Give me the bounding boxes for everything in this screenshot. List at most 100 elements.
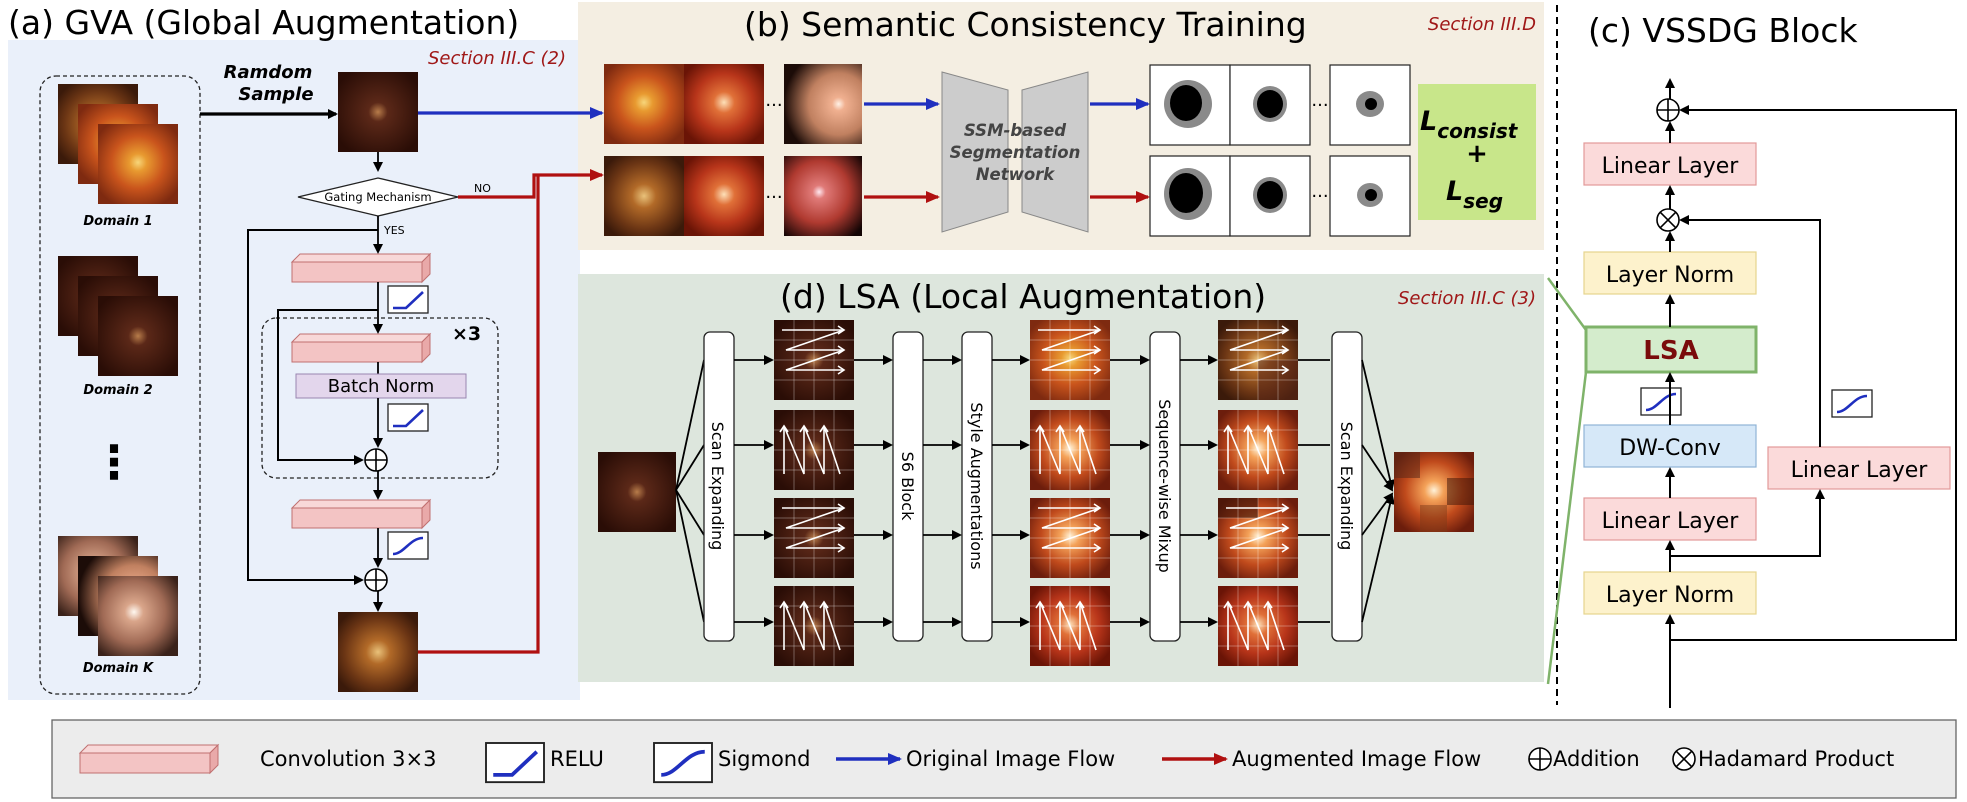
legend-hadamard-label: Hadamard Product [1698,747,1894,771]
domain-2-images [58,256,178,376]
domain-pool-box [39,75,201,695]
conv-block-1 [291,253,431,283]
vssdg-arrows [1665,78,1957,708]
gating-mechanism-label: Gating Mechanism [324,190,431,204]
layer-norm-bottom [1583,571,1757,615]
loss-box [1418,84,1536,220]
legend-conv-label: Convolution 3×3 [260,747,436,771]
gating-no-label: NO [474,182,491,195]
lsa-block-label: LSA [1643,336,1698,366]
panel-d-section-ref: Section III.C (3) [1398,288,1536,309]
layer-norm-mid-label: Layer Norm [1606,263,1734,288]
domain-1-label: Domain 1 [83,214,152,229]
scan-tiles-stage-3 [1217,319,1299,667]
augmented-flow-no-arrow [458,169,604,199]
scan-tiles-stage-2 [1029,319,1111,667]
domain-k-images [58,536,178,656]
panel-a-title: (a) GVA (Global Augmentation) [8,3,519,42]
column-label-scan-expanding-1: Scan Expanding [708,422,727,551]
outer-skip-connection [247,229,378,585]
column-label-sequence-mixup: Sequence-wise Mixup [1155,399,1174,573]
batch-norm-block [295,373,467,399]
network-label-3: Network [976,165,1056,184]
relu-icon-1 [386,284,430,315]
legend-sigmoid-label: Sigmond [718,747,810,771]
network-label-1: SSM-based [964,121,1066,140]
legend-sigmoid-icon [652,741,714,785]
addition-icon-vssdg [1656,98,1680,122]
repeat-block-box [261,317,499,479]
image-row-dots-1: ··· [765,95,782,116]
domain-k-label: Domain K [83,661,154,676]
scan-tiles-stage-1 [773,319,855,667]
domain-1-images [58,84,178,204]
column-s6-block [892,331,924,642]
linear-layer-side-label: Linear Layer [1791,458,1929,483]
legend-original-flow-label: Original Image Flow [906,747,1115,771]
panel-c-title: (c) VSSDG Block [1588,11,1858,50]
legend-addition-icon [1528,747,1552,771]
column-sequence-mixup [1149,331,1181,642]
addition-icon-outer [364,568,388,592]
network-encoder [941,71,1009,233]
lsa-flow-arrows [734,355,1396,627]
loss-plus: + [1466,139,1488,169]
column-scan-expanding-1 [703,331,735,642]
loss-consist: Lconsist [1420,106,1519,143]
original-fundus-images [604,64,862,144]
addition-icon-inner [364,448,388,472]
lsa-input-image [598,452,676,532]
legend-conv-icon [79,744,219,774]
mask-row-dots-1: ··· [1311,95,1328,116]
column-label-scan-expanding-2: Scan Expanding [1337,422,1356,551]
legend-augmented-flow-label: Augmented Image Flow [1232,747,1481,771]
random-sample-label-1: Ramdom [224,62,313,83]
column-label-style-augmentations: Style Augmentations [967,402,986,569]
lsa-output-image [1394,452,1474,532]
panel-d-title: (d) LSA (Local Augmentation) [780,277,1266,316]
random-sample-label-2: Sample [238,84,313,105]
relu-icon-2 [386,402,430,433]
sigmoid-icon-side [1830,388,1874,419]
segmentation-masks-original [1149,64,1411,146]
augmented-flow-output-line [418,175,540,654]
legend-box [51,719,1957,799]
column-scan-expanding-2 [1331,331,1363,642]
domain-2-label: Domain 2 [83,383,152,398]
inner-skip-connection [277,309,378,465]
segmentation-masks-augmented [1149,155,1411,237]
legend-relu-label: RELU [550,747,604,771]
linear-layer-bottom-label: Linear Layer [1602,509,1740,534]
network-decoder [1021,71,1089,233]
domain-ellipsis: ⋮ [91,435,137,489]
legend-hadamard-icon [1672,747,1696,771]
sigmoid-icon-main [1639,386,1683,417]
dw-conv-label: DW-Conv [1619,436,1721,461]
panel-b-title: (b) Semantic Consistency Training [744,5,1307,44]
augmented-output-image [338,612,418,692]
sampled-image [338,72,418,152]
repeat-label: ×3 [452,323,481,345]
augmented-fundus-images [604,156,862,236]
panel-b-section-ref: Section III.D [1428,14,1536,35]
image-row-dots-2: ··· [765,187,782,208]
linear-layer-side [1767,446,1951,490]
linear-layer-top-label: Linear Layer [1602,154,1740,179]
sigmoid-icon-a [386,530,430,561]
lsa-zoom-connector-top [1546,277,1588,331]
lsa-zoom-connector-bottom [1546,371,1588,685]
panel-a-section-ref: Section III.C (2) [428,48,566,69]
gating-yes-label: YES [383,224,405,237]
batch-norm-label: Batch Norm [328,376,435,397]
column-label-s6-block: S6 Block [898,452,917,521]
hadamard-icon-vssdg [1656,208,1680,232]
mask-row-dots-2: ··· [1311,186,1328,207]
network-label-2: Segmentation [950,143,1081,162]
column-style-augmentations [961,331,993,642]
lsa-input-fanout [675,359,705,623]
loss-seg: Lseg [1446,176,1503,213]
conv-block-3 [291,499,431,529]
layer-norm-mid [1583,251,1757,295]
conv-block-2 [291,333,431,363]
